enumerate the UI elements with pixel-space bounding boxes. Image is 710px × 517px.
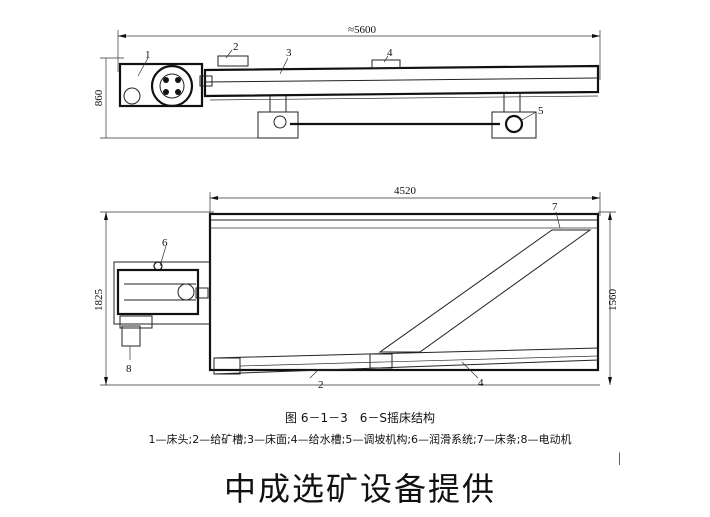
- deck-side: [203, 64, 600, 98]
- motor-plan: [121, 325, 141, 347]
- callout-5: 5: [538, 105, 544, 117]
- figure-caption-legend: 1—床头;2—给矿槽;3—床面;4—给水槽;5—调坡机构;6—润滑系统;7—床条…: [149, 432, 572, 446]
- callout-3: 3: [286, 47, 292, 59]
- head-motion-plan: [113, 261, 211, 325]
- callout-8: 8: [126, 363, 132, 375]
- callout-4: 4: [387, 47, 393, 59]
- riffle-zone: [378, 229, 592, 353]
- callout-6: 6: [162, 237, 168, 249]
- deck-width-dimension: 1560: [607, 289, 619, 312]
- text-cursor-mark: |: [618, 451, 621, 466]
- deck-plan: [208, 212, 600, 372]
- side-length-dimension: ≈5600: [348, 24, 377, 36]
- water-trough-side: [371, 59, 401, 69]
- plan-height-dimension: 1825: [93, 289, 105, 312]
- callout-1: 1: [145, 49, 151, 61]
- feed-trough-side: [217, 55, 249, 67]
- plan-callout-2: 2: [318, 379, 324, 391]
- head-motion-side: [118, 62, 204, 108]
- callout-7: 7: [552, 201, 558, 213]
- plan-callout-4: 4: [478, 377, 484, 389]
- callout-2: 2: [233, 41, 239, 53]
- plan-length-dimension: 4520: [394, 185, 417, 197]
- side-height-dimension: 860: [93, 89, 105, 106]
- footer-provider-text: 中成选矿设备提供: [224, 470, 496, 508]
- figure-caption-title: 图 6－1－3 6－S摇床结构: [285, 410, 435, 425]
- side-elevation-view: ≈5600 860 1: [93, 24, 601, 139]
- plan-view: 4520 1825 1560: [93, 185, 619, 391]
